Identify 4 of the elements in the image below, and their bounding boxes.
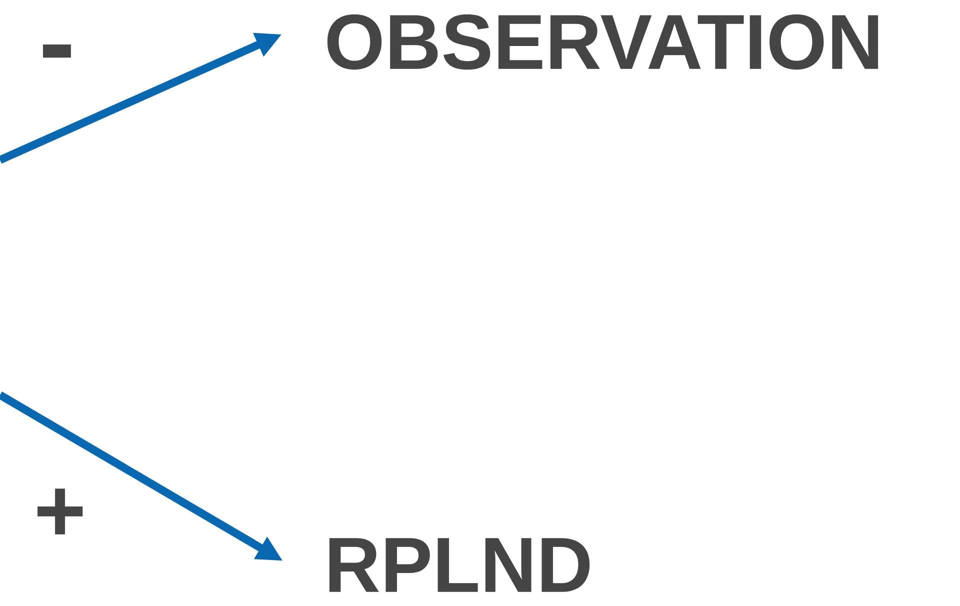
term-label: OBSERVATION	[327, 14, 878, 70]
edge-label: -	[42, 44, 71, 58]
edge-label: +	[38, 488, 83, 534]
term-label: RPLND	[329, 538, 590, 592]
